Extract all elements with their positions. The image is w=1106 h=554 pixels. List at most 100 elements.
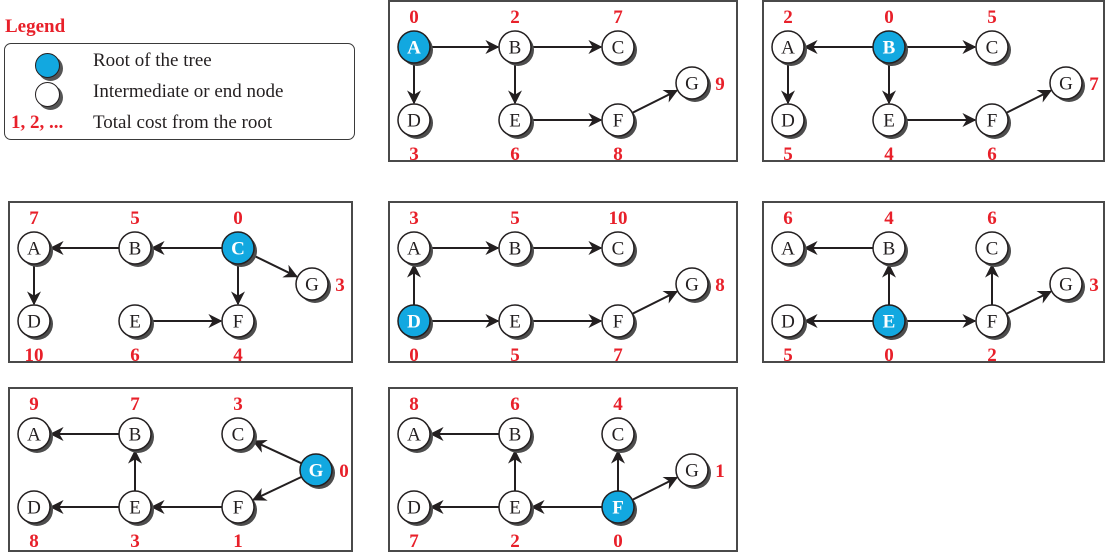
node-circle: [498, 103, 532, 137]
node-circle: [675, 267, 709, 301]
cost-label-a: 3: [409, 208, 419, 229]
cost-label-d: 5: [783, 144, 793, 164]
cost-label-e: 4: [884, 144, 894, 164]
node-label: F: [987, 111, 998, 132]
cost-label-c: 5: [987, 7, 997, 28]
node-circle: [975, 231, 1009, 265]
node-f: F: [601, 103, 637, 139]
node-label: C: [612, 425, 625, 446]
cost-label-e: 3: [130, 531, 140, 552]
node-circle: [975, 304, 1009, 338]
legend-cost-label: Total cost from the root: [93, 112, 273, 133]
node-label: F: [613, 312, 624, 333]
node-f: F: [601, 304, 637, 340]
edge-g-to-f: [252, 475, 302, 501]
node-circle: [498, 30, 532, 64]
cost-label-c: 0: [233, 208, 243, 229]
node-g: G: [675, 267, 711, 303]
node-f: F: [975, 103, 1011, 139]
cost-label-e: 2: [510, 531, 520, 552]
cost-label-e: 6: [130, 345, 140, 365]
cost-label-b: 6: [510, 394, 520, 415]
cost-label-d: 10: [25, 345, 44, 365]
node-circle: [498, 304, 532, 338]
node-label: G: [309, 461, 324, 482]
legend-box: Root of the tree Intermediate or end nod…: [4, 43, 355, 140]
node-circle: [601, 103, 635, 137]
node-c: C: [601, 231, 637, 267]
cost-label-f: 1: [233, 531, 243, 552]
node-label: G: [1059, 74, 1073, 95]
node-label: E: [883, 111, 895, 132]
cost-label-g: 1: [715, 461, 725, 482]
node-g: G: [1049, 267, 1085, 303]
node-a: A: [771, 30, 807, 66]
node-circle: [221, 490, 255, 524]
node-label: G: [685, 275, 699, 296]
node-label: G: [685, 461, 699, 482]
legend-intermediate-label: Intermediate or end node: [93, 81, 284, 102]
node-circle: [975, 103, 1009, 137]
root-node-circle: [601, 490, 635, 524]
node-label: G: [305, 275, 319, 296]
node-label: D: [781, 111, 795, 132]
node-b: B: [498, 231, 534, 267]
node-label: B: [883, 239, 896, 260]
node-label: E: [883, 312, 896, 333]
node-circle: [498, 417, 532, 451]
node-e: E: [498, 103, 534, 139]
node-f: F: [601, 490, 637, 526]
edge-f-to-g: [1005, 290, 1053, 315]
edge-g-to-c: [252, 440, 302, 465]
cost-label-d: 3: [409, 144, 419, 164]
node-d: D: [17, 490, 53, 526]
root-node-circle: [872, 304, 906, 338]
root-node-circle: [872, 30, 906, 64]
cost-label-g: 3: [1089, 275, 1099, 296]
node-label: A: [27, 425, 41, 446]
cost-label-a: 9: [29, 394, 39, 415]
node-b: B: [118, 231, 154, 267]
node-label: A: [27, 239, 41, 260]
node-b: B: [118, 417, 154, 453]
cost-label-b: 2: [510, 7, 520, 28]
node-circle: [601, 304, 635, 338]
node-circle: [771, 103, 805, 137]
node-d: D: [397, 103, 433, 139]
node-label: C: [231, 239, 245, 260]
node-circle: [397, 103, 431, 137]
cost-label-e: 5: [510, 345, 520, 365]
legend-root-node-icon: [35, 53, 60, 78]
node-b: B: [872, 231, 908, 267]
node-e: E: [118, 304, 154, 340]
node-circle: [675, 66, 709, 100]
node-c: C: [975, 231, 1011, 267]
node-circle: [397, 417, 431, 451]
node-a: A: [397, 30, 433, 66]
node-circle: [221, 304, 255, 338]
node-d: D: [397, 490, 433, 526]
node-circle: [397, 490, 431, 524]
node-label: D: [27, 498, 41, 519]
node-label: D: [407, 498, 421, 519]
cost-label-e: 0: [884, 345, 894, 365]
cost-label-f: 6: [987, 144, 997, 164]
node-circle: [498, 231, 532, 265]
edge-f-to-g: [1005, 89, 1053, 114]
node-label: E: [129, 498, 141, 519]
cost-label-b: 7: [130, 394, 140, 415]
node-g: G: [299, 453, 335, 489]
node-c: C: [221, 417, 257, 453]
cost-label-d: 5: [783, 345, 793, 365]
node-label: B: [509, 239, 522, 260]
node-e: E: [498, 304, 534, 340]
cost-label-b: 5: [510, 208, 520, 229]
